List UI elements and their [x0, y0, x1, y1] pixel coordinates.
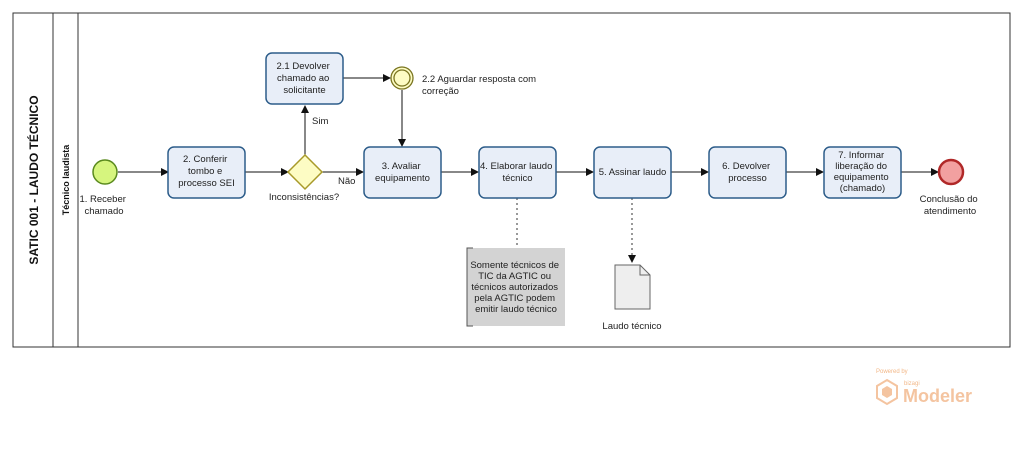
start-event-label: 1. Receber chamado — [79, 194, 128, 217]
watermark-brand-small: bizagi — [904, 381, 920, 387]
task-t4[interactable]: 4. Elaborar laudo técnico — [478, 146, 557, 199]
bizagi-logo-icon — [876, 378, 898, 406]
watermark-powered: Powered by — [876, 369, 908, 375]
end-event-label: Conclusão do atendimento — [920, 194, 981, 217]
gateway-no-label: Não — [338, 176, 355, 187]
task-box — [167, 146, 246, 199]
annotation-box — [467, 248, 565, 326]
sequence-flows — [118, 74, 939, 176]
gateway-label: Inconsistências? — [269, 192, 339, 203]
task-box — [823, 146, 902, 199]
gateway-inconsistencies[interactable]: Inconsistências? Sim Não — [269, 116, 356, 203]
task-box — [708, 146, 787, 199]
task-label: 3. Avaliar equipamento — [375, 161, 430, 184]
data-object-laudo[interactable]: Laudo técnico — [602, 264, 662, 332]
task-box — [593, 146, 672, 199]
text-annotation[interactable]: Somente técnicos de TIC da AGTIC ou técn… — [466, 247, 565, 327]
end-event-circle — [937, 158, 965, 186]
lane-title: Técnico laudista — [61, 144, 71, 216]
document-icon — [614, 264, 651, 310]
task-label: 6. Devolver processo — [722, 161, 773, 184]
associations — [516, 198, 636, 263]
pool-title: SATIC 001 - LAUDO TÉCNICO — [26, 95, 41, 264]
end-event[interactable]: Conclusão do atendimento — [920, 158, 981, 217]
document-label: Laudo técnico — [602, 321, 661, 332]
annotation-bracket — [466, 247, 473, 327]
document-fold — [639, 265, 650, 276]
start-event-circle — [92, 159, 118, 185]
task-t6[interactable]: 6. Devolver processo — [708, 146, 787, 199]
intermediate-event-inner — [393, 69, 411, 87]
intermediate-event-label: 2.2 Aguardar resposta com correção — [422, 74, 539, 97]
task-box — [478, 146, 557, 199]
task-box — [265, 52, 344, 105]
gateway-yes-label: Sim — [312, 116, 328, 127]
task-label: 4. Elaborar laudo técnico — [480, 161, 555, 184]
watermark-brand-big: Modeler — [903, 386, 972, 406]
task-t5[interactable]: 5. Assinar laudo — [593, 146, 672, 199]
task-label: 5. Assinar laudo — [599, 167, 667, 178]
task-label: 2.1 Devolver chamado ao solicitante — [277, 61, 333, 96]
bizagi-watermark: Powered by bizagi Modeler — [876, 369, 972, 406]
task-t21[interactable]: 2.1 Devolver chamado ao solicitante — [265, 52, 344, 105]
task-box — [363, 146, 442, 199]
gateway-diamond — [286, 153, 324, 191]
task-t3[interactable]: 3. Avaliar equipamento — [363, 146, 442, 199]
intermediate-event[interactable]: 2.2 Aguardar resposta com correção — [390, 66, 539, 97]
task-t7[interactable]: 7. Informar liberação do equipamento (ch… — [823, 146, 902, 199]
annotation-text: Somente técnicos de TIC da AGTIC ou técn… — [470, 260, 561, 315]
start-event[interactable]: 1. Receber chamado — [79, 159, 128, 217]
task-label: 2. Conferir tombo e processo SEI — [178, 154, 235, 189]
task-label: 7. Informar liberação do equipamento (ch… — [834, 150, 892, 194]
task-t2[interactable]: 2. Conferir tombo e processo SEI — [167, 146, 246, 199]
